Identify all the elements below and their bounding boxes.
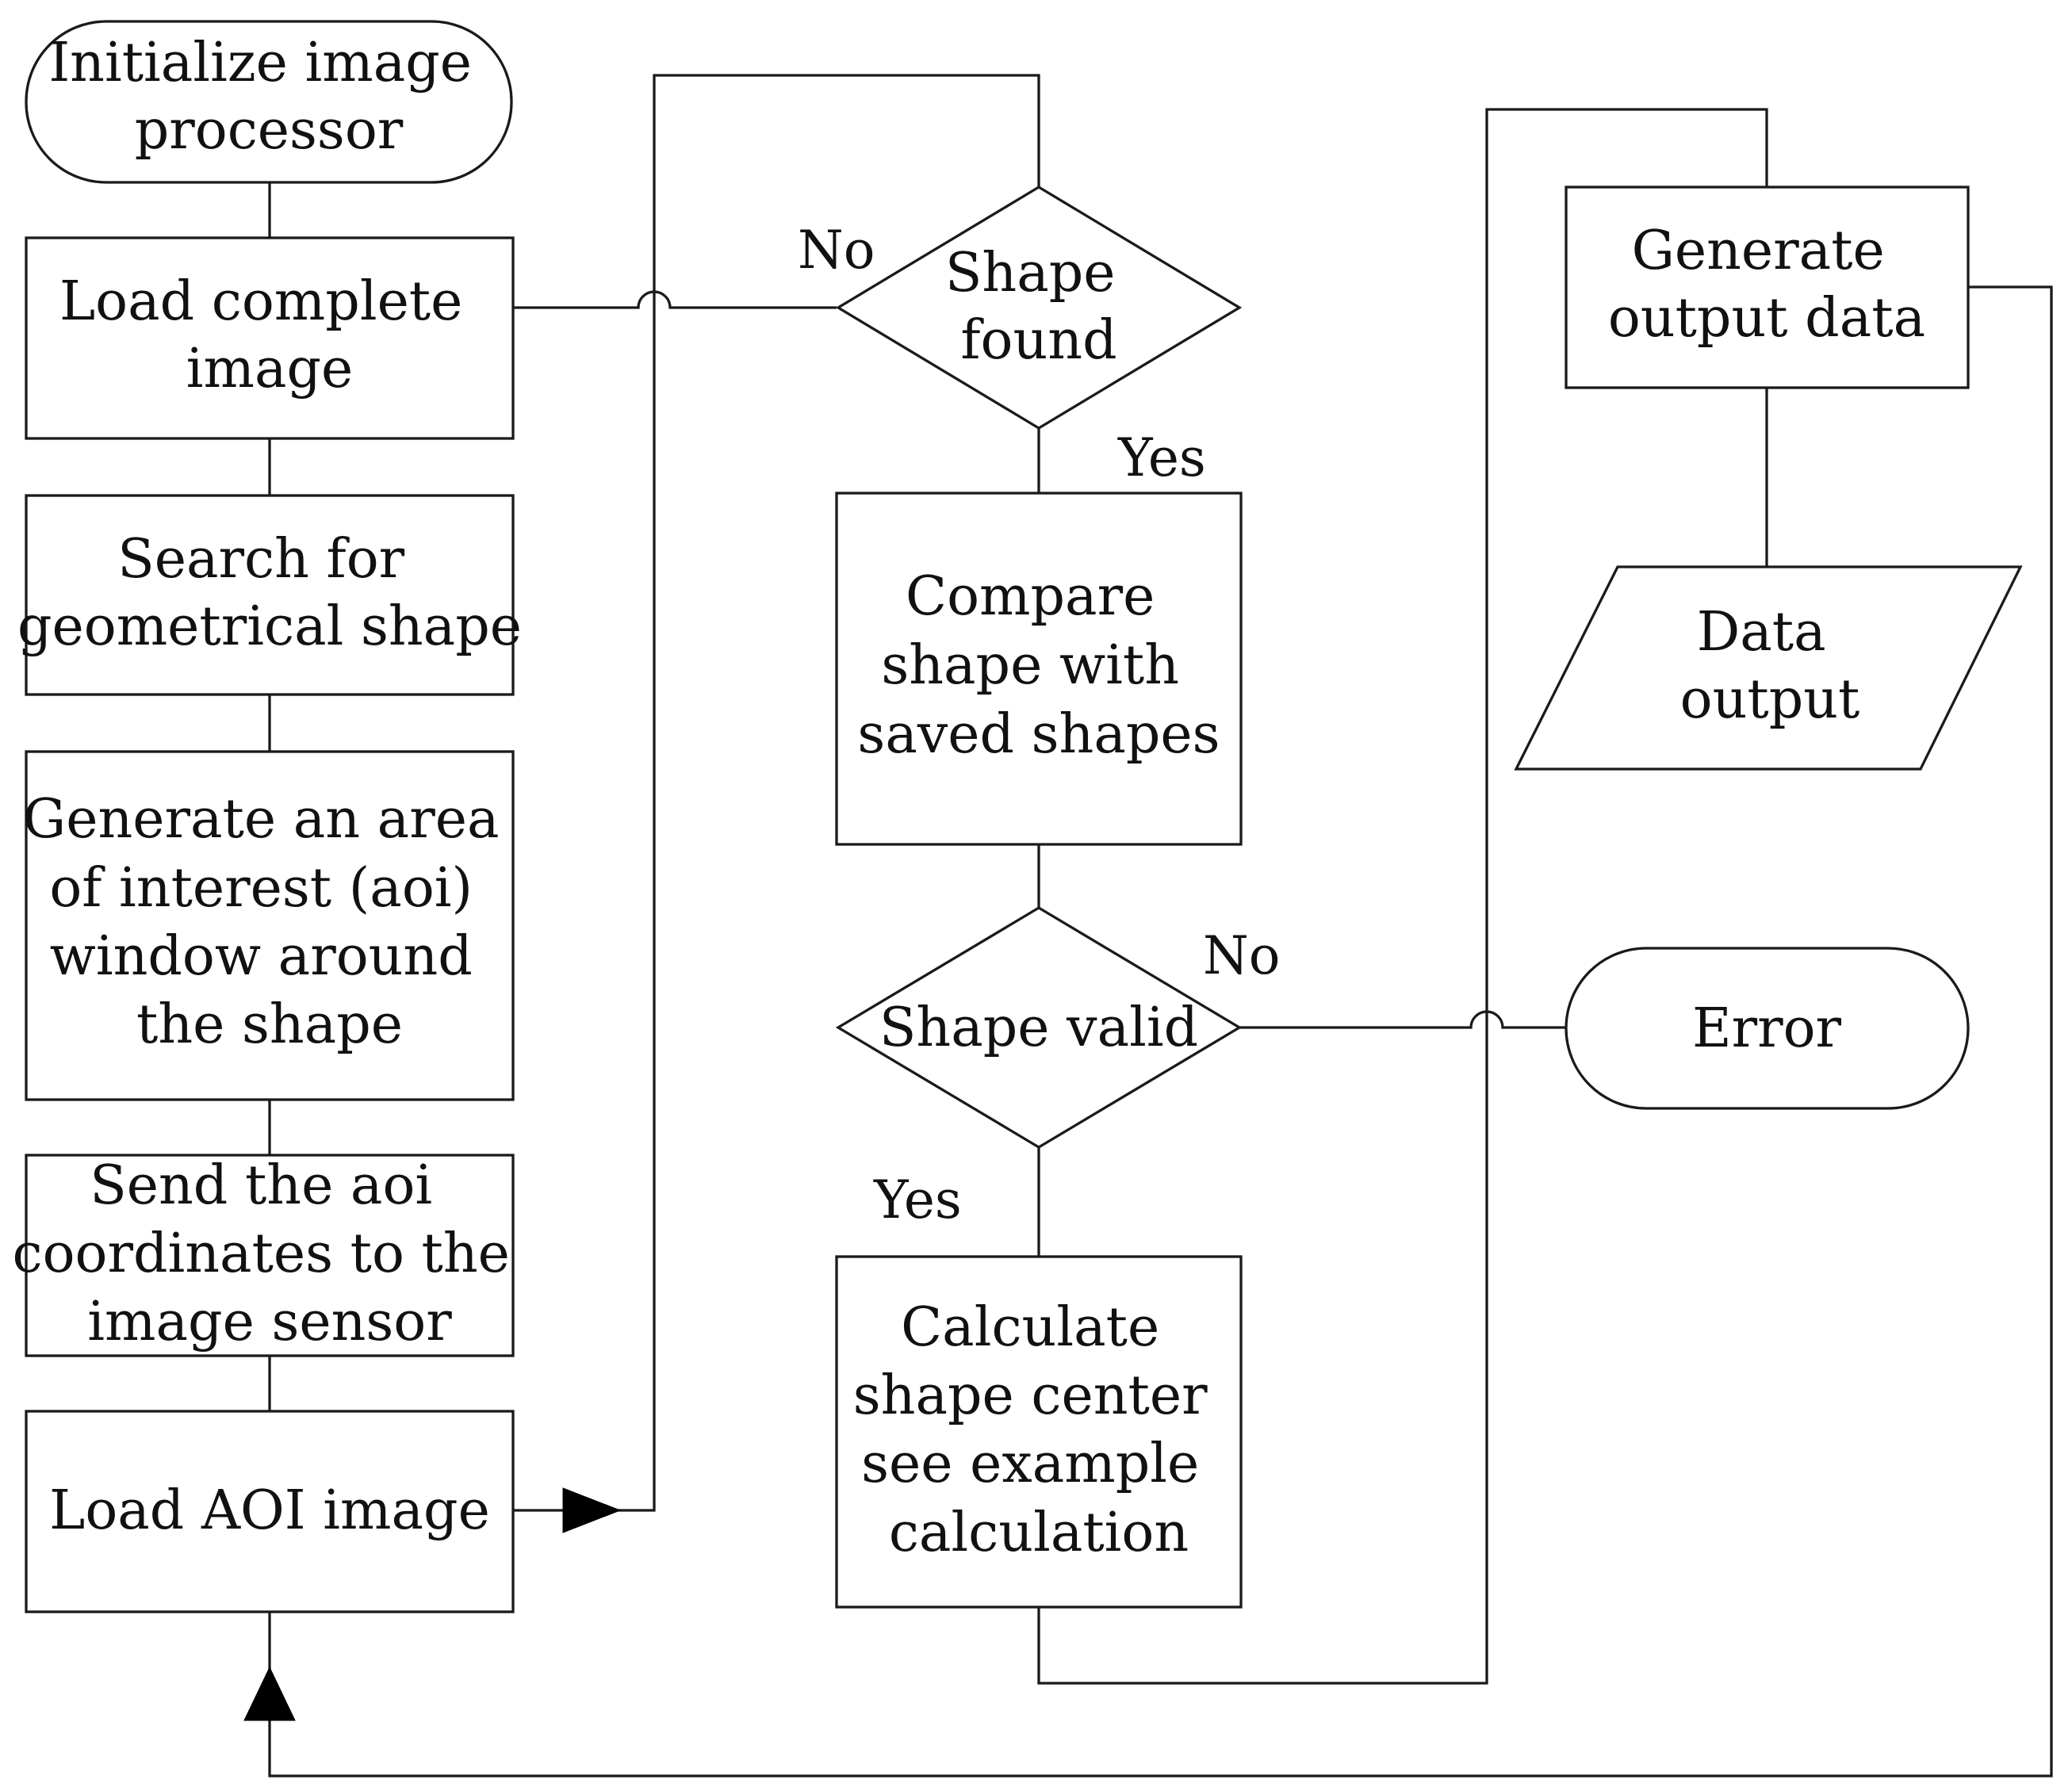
node-calculate-line: calculation bbox=[889, 1502, 1189, 1564]
process-box bbox=[835, 1255, 1243, 1609]
svg-text:Shape found: Shape found bbox=[945, 242, 1132, 372]
node-send-aoi-line: coordinates to the bbox=[12, 1223, 509, 1285]
connectors bbox=[243, 74, 2053, 1778]
node-load-aoi-image: Load AOI image bbox=[25, 1410, 515, 1613]
svg-text:Shape valid: Shape valid bbox=[879, 997, 1198, 1059]
node-compare-shape: Compare shape with saved shapes bbox=[835, 492, 1243, 846]
node-load-aoi-line: Load AOI image bbox=[49, 1479, 490, 1542]
node-search-shape: Search for geometrical shape bbox=[17, 494, 522, 696]
process-box bbox=[835, 492, 1243, 846]
node-initialize-line: Initialize image bbox=[48, 32, 472, 94]
node-generate-aoi-line: window around bbox=[50, 925, 473, 988]
edge-label-found-no: No bbox=[798, 220, 875, 281]
svg-text:Search for geometrical s: Search for geometrical shape bbox=[17, 528, 522, 658]
process-box bbox=[25, 750, 515, 1101]
process-box bbox=[25, 236, 515, 440]
edge-shape-valid-to-error bbox=[1239, 1010, 1566, 1029]
node-search-line: Search for bbox=[117, 528, 404, 591]
edge-label-found-yes: Yes bbox=[1117, 427, 1206, 488]
edge-label-valid-no: No bbox=[1203, 925, 1281, 986]
svg-text:Error: Error bbox=[1692, 997, 1842, 1060]
process-box bbox=[25, 494, 515, 696]
node-generate-output: Generate output data bbox=[1565, 186, 1970, 389]
svg-text:Load complete image: Load complete image bbox=[59, 270, 480, 400]
node-calculate-line: shape center bbox=[853, 1364, 1208, 1427]
node-generate-output-line: output data bbox=[1608, 287, 1925, 350]
process-box bbox=[25, 1410, 515, 1613]
node-shape-valid-line: Shape valid bbox=[879, 997, 1198, 1059]
edge-calculate-to-generate-output bbox=[1037, 108, 1768, 1685]
svg-text:Initialize image process: Initialize image processor bbox=[48, 32, 488, 162]
decision-diamond bbox=[835, 906, 1243, 1149]
node-generate-aoi-line: Generate an area bbox=[23, 788, 500, 851]
node-generate-aoi-line: of interest (aoi) bbox=[49, 857, 473, 920]
node-calculate-line: see example bbox=[861, 1433, 1199, 1495]
node-data-output: Data output bbox=[1514, 565, 2023, 771]
node-error: Error bbox=[1565, 947, 1970, 1110]
node-search-line: geometrical shape bbox=[17, 595, 522, 658]
node-compare-line: Compare bbox=[906, 565, 1155, 628]
node-compare-line: shape with bbox=[881, 634, 1179, 697]
svg-text:Send the aoi coordinates: Send the aoi coordinates to the image se… bbox=[12, 1154, 527, 1353]
node-send-aoi-line: Send the aoi bbox=[90, 1154, 432, 1217]
node-shape-valid: Shape valid bbox=[835, 906, 1243, 1149]
node-load-complete-line: image bbox=[186, 338, 354, 400]
node-calculate-center: Calculate shape center see example calcu… bbox=[835, 1255, 1243, 1609]
data-parallelogram bbox=[1514, 565, 2023, 771]
node-data-output-line: Data bbox=[1697, 601, 1826, 664]
edge-generate-output-loop-back bbox=[268, 285, 2053, 1778]
svg-text:Compare shape with: Compare shape with saved shapes bbox=[857, 565, 1220, 766]
process-box bbox=[1565, 186, 1970, 389]
arrowhead-up bbox=[243, 1666, 296, 1721]
node-generate-aoi-line: the shape bbox=[136, 993, 403, 1056]
node-compare-line: saved shapes bbox=[857, 703, 1220, 766]
svg-text:Generate output data: Generate output data bbox=[1608, 220, 1925, 350]
node-error-line: Error bbox=[1692, 997, 1842, 1060]
node-initialize: Initialize image processor bbox=[25, 20, 513, 184]
node-shape-found-line: Shape bbox=[945, 242, 1116, 304]
decision-diamond bbox=[835, 186, 1243, 430]
terminator-shape bbox=[1565, 947, 1970, 1110]
node-shape-found-line: found bbox=[960, 309, 1116, 372]
arrowhead-right bbox=[562, 1487, 622, 1533]
node-send-aoi-line: image sensor bbox=[87, 1291, 452, 1353]
edge-label-valid-yes: Yes bbox=[873, 1169, 962, 1230]
process-box bbox=[25, 1154, 515, 1357]
node-send-aoi: Send the aoi coordinates to the image se… bbox=[12, 1154, 527, 1357]
node-load-complete-line: Load complete bbox=[59, 270, 462, 333]
node-generate-output-line: Generate bbox=[1632, 220, 1885, 282]
node-initialize-line: processor bbox=[135, 99, 404, 162]
node-load-complete-image: Load complete image bbox=[25, 236, 515, 440]
edge-load-complete-to-shape-found bbox=[513, 290, 837, 309]
svg-text:Generate an area of inte: Generate an area of interest (aoi) windo… bbox=[23, 788, 516, 1056]
node-shape-found: Shape found bbox=[835, 186, 1243, 430]
svg-text:Data output: Data output bbox=[1680, 601, 1860, 731]
svg-text:Calculate shape center: Calculate shape center see example calcu… bbox=[853, 1296, 1224, 1564]
node-calculate-line: Calculate bbox=[901, 1296, 1159, 1359]
svg-text:Load AOI image: Load AOI image bbox=[49, 1479, 490, 1542]
node-data-output-line: output bbox=[1680, 668, 1860, 731]
terminator-shape bbox=[25, 20, 513, 184]
node-generate-aoi: Generate an area of interest (aoi) windo… bbox=[23, 750, 516, 1101]
